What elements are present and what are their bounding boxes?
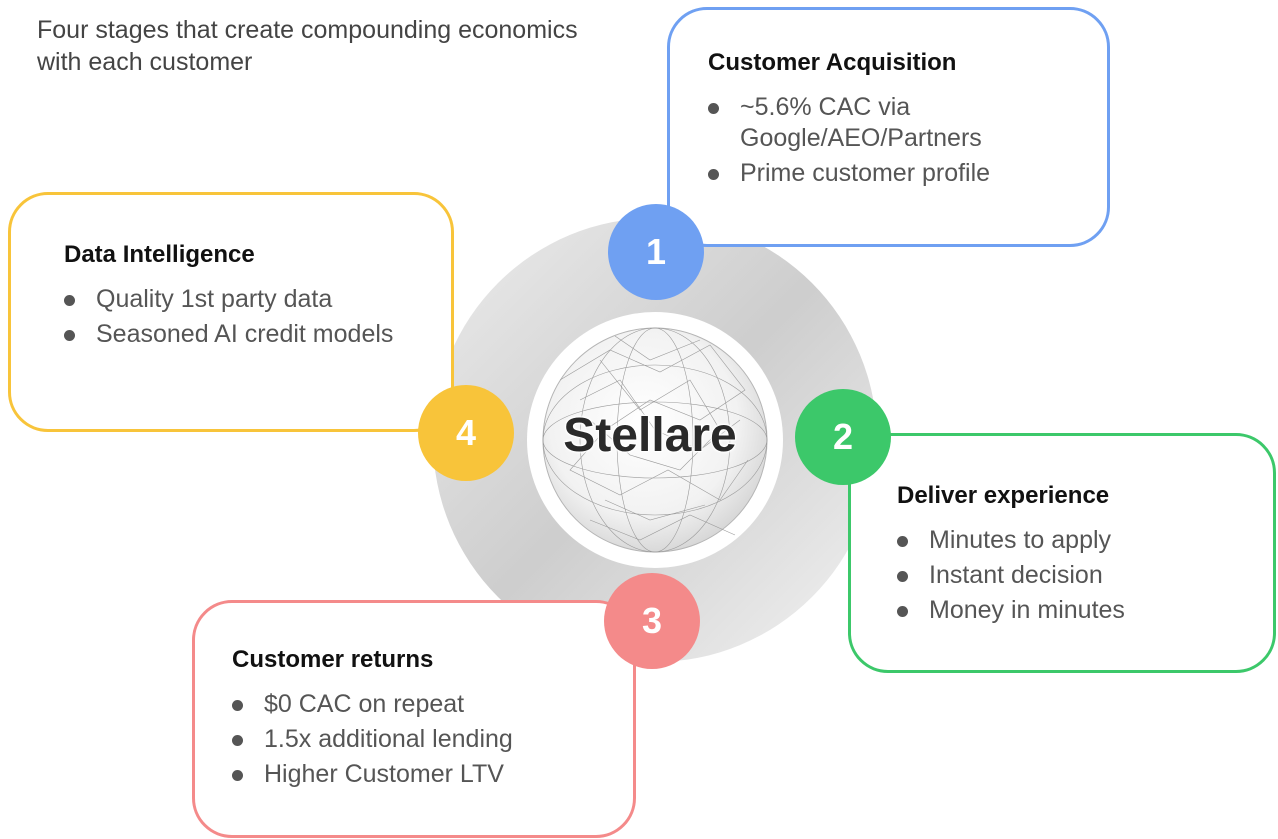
list-item: Higher Customer LTV [232,759,613,790]
card-title: Customer Acquisition [708,49,957,76]
bullet-icon [708,169,719,180]
bullet-list: Minutes to apply Instant decision Money … [897,525,1253,626]
list-item: 1.5x additional lending [232,724,613,755]
bullet-list: ~5.6% CAC via Google/AEO/Partners Prime … [708,92,1087,189]
bullet-icon [64,295,75,306]
brand-label: Stellare [562,408,737,463]
card-title: Data Intelligence [64,241,255,268]
card-title: Customer returns [232,646,434,673]
bullet-icon [232,700,243,711]
card-deliver-experience: Deliver experience Minutes to apply Inst… [848,433,1276,673]
bullet-list: $0 CAC on repeat 1.5x additional lending… [232,689,613,790]
stage-badge-4: 4 [418,385,514,481]
list-item: Money in minutes [897,595,1253,626]
diagram-subtitle: Four stages that create compounding econ… [37,16,578,76]
list-item: Quality 1st party data [64,284,431,315]
bullet-icon [64,330,75,341]
bullet-icon [232,735,243,746]
bullet-icon [897,606,908,617]
stage-badge-1: 1 [608,204,704,300]
stage-badge-2: 2 [795,389,891,485]
stage-badge-3: 3 [604,573,700,669]
list-item: Instant decision [897,560,1253,591]
list-item: ~5.6% CAC via Google/AEO/Partners [708,92,1087,154]
bullet-icon [232,770,243,781]
bullet-icon [897,571,908,582]
list-item: Prime customer profile [708,158,1087,189]
list-item: Minutes to apply [897,525,1253,556]
bullet-icon [708,103,719,114]
card-customer-acquisition: Customer Acquisition ~5.6% CAC via Googl… [667,7,1110,247]
card-customer-returns: Customer returns $0 CAC on repeat 1.5x a… [192,600,636,838]
bullet-list: Quality 1st party data Seasoned AI credi… [64,284,431,350]
card-title: Deliver experience [897,482,1110,509]
card-data-intelligence: Data Intelligence Quality 1st party data… [8,192,454,432]
list-item: $0 CAC on repeat [232,689,613,720]
bullet-icon [897,536,908,547]
network-sphere-icon [542,327,768,553]
list-item: Seasoned AI credit models [64,319,431,350]
